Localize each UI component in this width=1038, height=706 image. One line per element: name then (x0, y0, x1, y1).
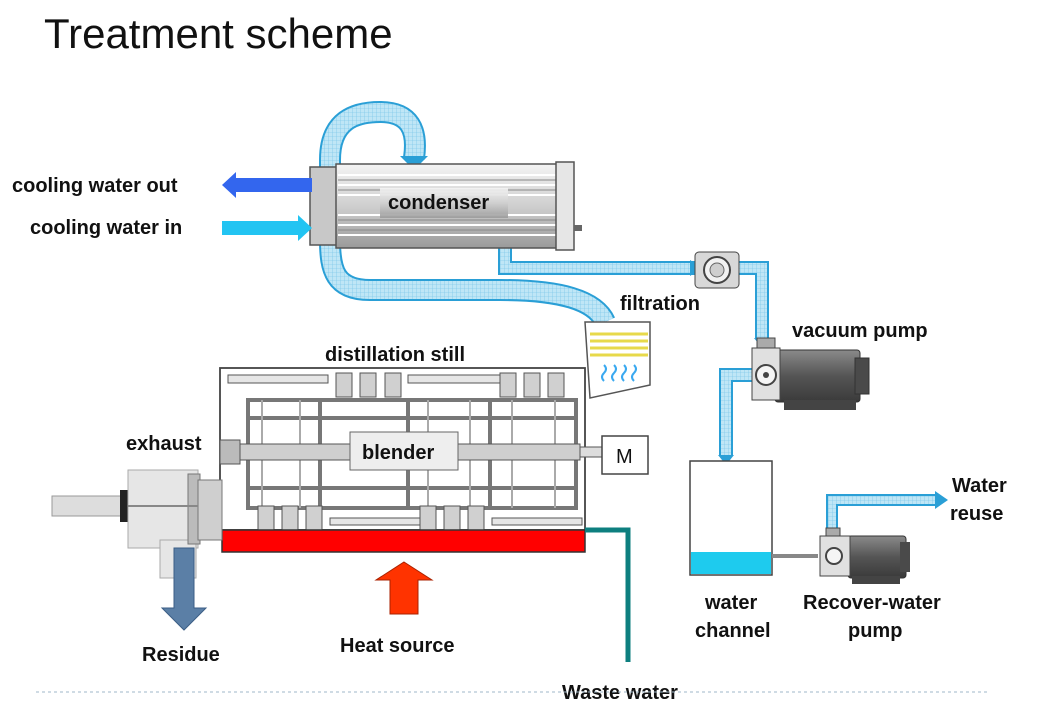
heat-source-label: Heat source (340, 635, 455, 657)
vacuum-pump (751, 337, 870, 410)
cooling-water-out-arrow (222, 172, 312, 198)
return-arrow-head (400, 156, 428, 170)
blender-label: blender (362, 442, 434, 464)
water-channel-label-2: channel (695, 620, 771, 642)
inline-pump (694, 251, 740, 289)
page-title: Treatment scheme (44, 10, 393, 57)
vacuum-pump-label: vacuum pump (792, 320, 928, 342)
filtration-label: filtration (620, 293, 700, 315)
reuse-pipe (826, 494, 935, 530)
filtration-unit (584, 321, 651, 399)
reuse-arrow-head (935, 491, 948, 509)
recover-pump-label-2: pump (848, 620, 902, 642)
exhaust-assembly (51, 469, 223, 579)
distillation-still: blender (219, 367, 603, 531)
distillation-still-label: distillation still (325, 344, 465, 366)
cooling-water-in-label: cooling water in (30, 217, 182, 239)
water-reuse-label-1: Water (952, 475, 1007, 497)
heat-source-arrow (374, 561, 434, 615)
recover-pump-label-1: Recover-water (803, 592, 941, 614)
motor: M (601, 435, 649, 475)
water-channel-label-1: water (704, 592, 757, 614)
channel-arrow (718, 455, 734, 465)
condenser: condenser (309, 161, 582, 251)
water-channel (689, 460, 818, 576)
cooling-water-out-label: cooling water out (12, 175, 178, 197)
motor-label: M (616, 446, 633, 468)
residue-arrow (160, 547, 208, 631)
exhaust-label: exhaust (126, 433, 202, 455)
condenser-label: condenser (388, 192, 489, 214)
recover-water-pump (819, 527, 910, 584)
cooling-water-in-arrow (222, 215, 312, 241)
residue-label: Residue (142, 644, 220, 666)
water-reuse-label-2: reuse (950, 503, 1003, 525)
waste-water-label: Waste water (562, 682, 678, 704)
waste-water-pipe (585, 527, 631, 662)
heater-plate (221, 529, 586, 553)
